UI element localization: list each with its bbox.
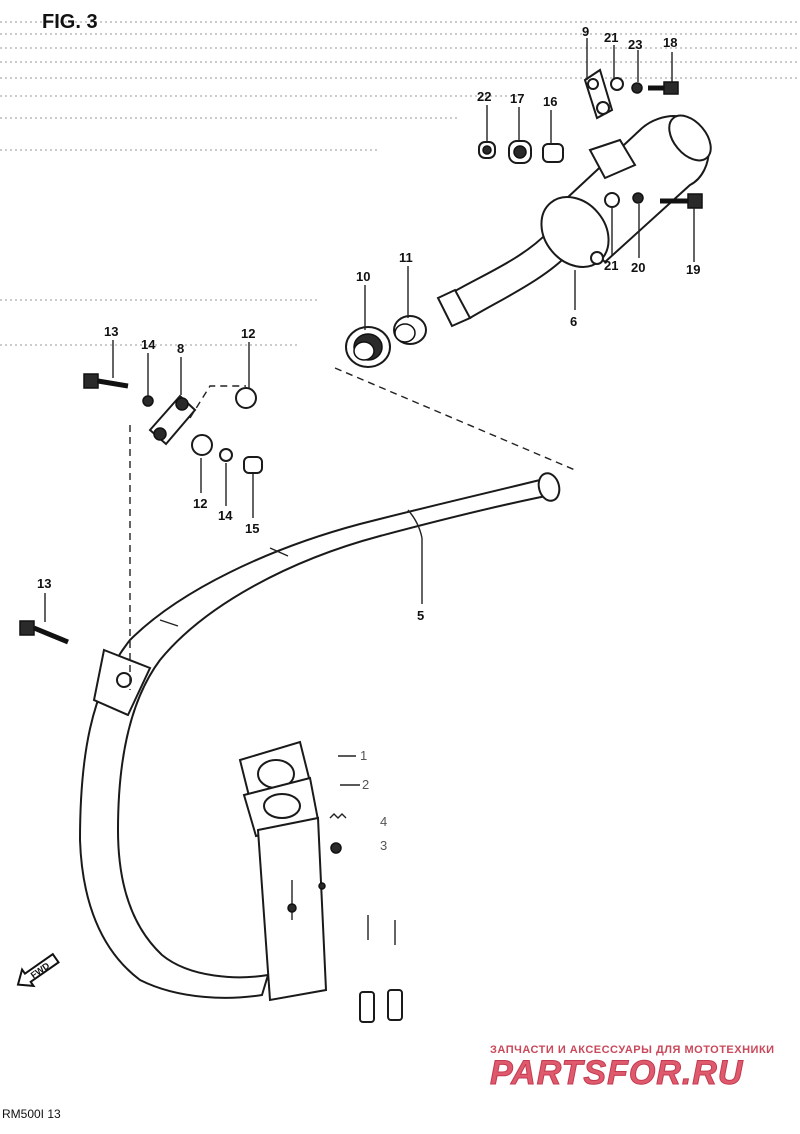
callout-14-lower: 14	[218, 508, 233, 523]
exhaust-pipe-part-5	[78, 472, 561, 999]
callout-21-top: 21	[604, 30, 618, 45]
bracket-part-9	[583, 68, 614, 120]
callout-15: 15	[245, 521, 259, 536]
washer-part-12-lower	[191, 434, 213, 456]
callout-14-upper: 14	[141, 337, 156, 352]
bolt-part-19	[660, 193, 703, 209]
spacer-part-16	[542, 143, 564, 163]
watermark-tagline: ЗАПЧАСТИ И АКСЕССУАРЫ ДЛЯ МОТОТЕХНИКИ	[490, 1044, 775, 1056]
callout-9: 9	[582, 24, 589, 39]
callout-6: 6	[570, 314, 577, 329]
fwd-arrow: FWD	[16, 952, 60, 988]
footer-code: RM500I 13	[2, 1107, 61, 1121]
collar-part-15	[243, 456, 263, 474]
spring-fasteners	[329, 813, 403, 1023]
assembly-line-washers	[189, 385, 246, 419]
callout-4: 4	[380, 814, 387, 829]
callout-21-bottom: 21	[604, 258, 618, 273]
clamp-part-8	[148, 394, 197, 446]
washer-part-20	[632, 192, 644, 204]
watermark: ЗАПЧАСТИ И АКСЕССУАРЫ ДЛЯ МОТОТЕХНИКИ PA…	[490, 1044, 775, 1093]
callout-19: 19	[686, 262, 700, 277]
bolt-part-13-lower	[19, 620, 69, 645]
callout-3: 3	[380, 838, 387, 853]
callout-5: 5	[417, 608, 424, 623]
scan-noise	[0, 21, 800, 346]
callout-12-lower: 12	[193, 496, 207, 511]
callout-8: 8	[177, 341, 184, 356]
gasket-part-10	[345, 326, 391, 368]
callout-18: 18	[663, 35, 677, 50]
callout-1: 1	[360, 748, 367, 763]
collar-part-22	[478, 141, 496, 159]
callout-13-lower: 13	[37, 576, 51, 591]
callout-16: 16	[543, 94, 557, 109]
bolt-part-18	[648, 81, 679, 95]
assembly-line-muffler	[334, 367, 576, 471]
callout-22: 22	[477, 89, 491, 104]
bolt-part-13-upper	[83, 373, 129, 389]
muffler-part-6	[436, 114, 712, 328]
callout-11: 11	[399, 250, 413, 265]
callout-17: 17	[510, 91, 524, 106]
seal-part-11	[393, 315, 427, 345]
washer-part-12-upper	[235, 387, 257, 409]
washer-part-21-top	[610, 77, 624, 91]
callout-23: 23	[628, 37, 642, 52]
callout-10: 10	[356, 269, 370, 284]
callout-labels: 13 14 8 12 12 14 15 13 5 10 11 6 22 17 1…	[37, 24, 700, 853]
callout-13-upper: 13	[104, 324, 118, 339]
figure-title: FIG. 3	[42, 11, 98, 33]
callout-2: 2	[362, 777, 369, 792]
callout-20: 20	[631, 260, 645, 275]
leader-lines	[44, 38, 695, 786]
exhaust-header-flange	[238, 740, 328, 1002]
nut-part-14-lower	[219, 448, 233, 462]
grommet-part-17	[508, 140, 532, 164]
callout-12-upper: 12	[241, 326, 255, 341]
nut-part-23	[631, 82, 643, 94]
watermark-brand: PARTSFOR.RU	[490, 1054, 744, 1092]
nut-part-14-upper	[142, 395, 154, 407]
